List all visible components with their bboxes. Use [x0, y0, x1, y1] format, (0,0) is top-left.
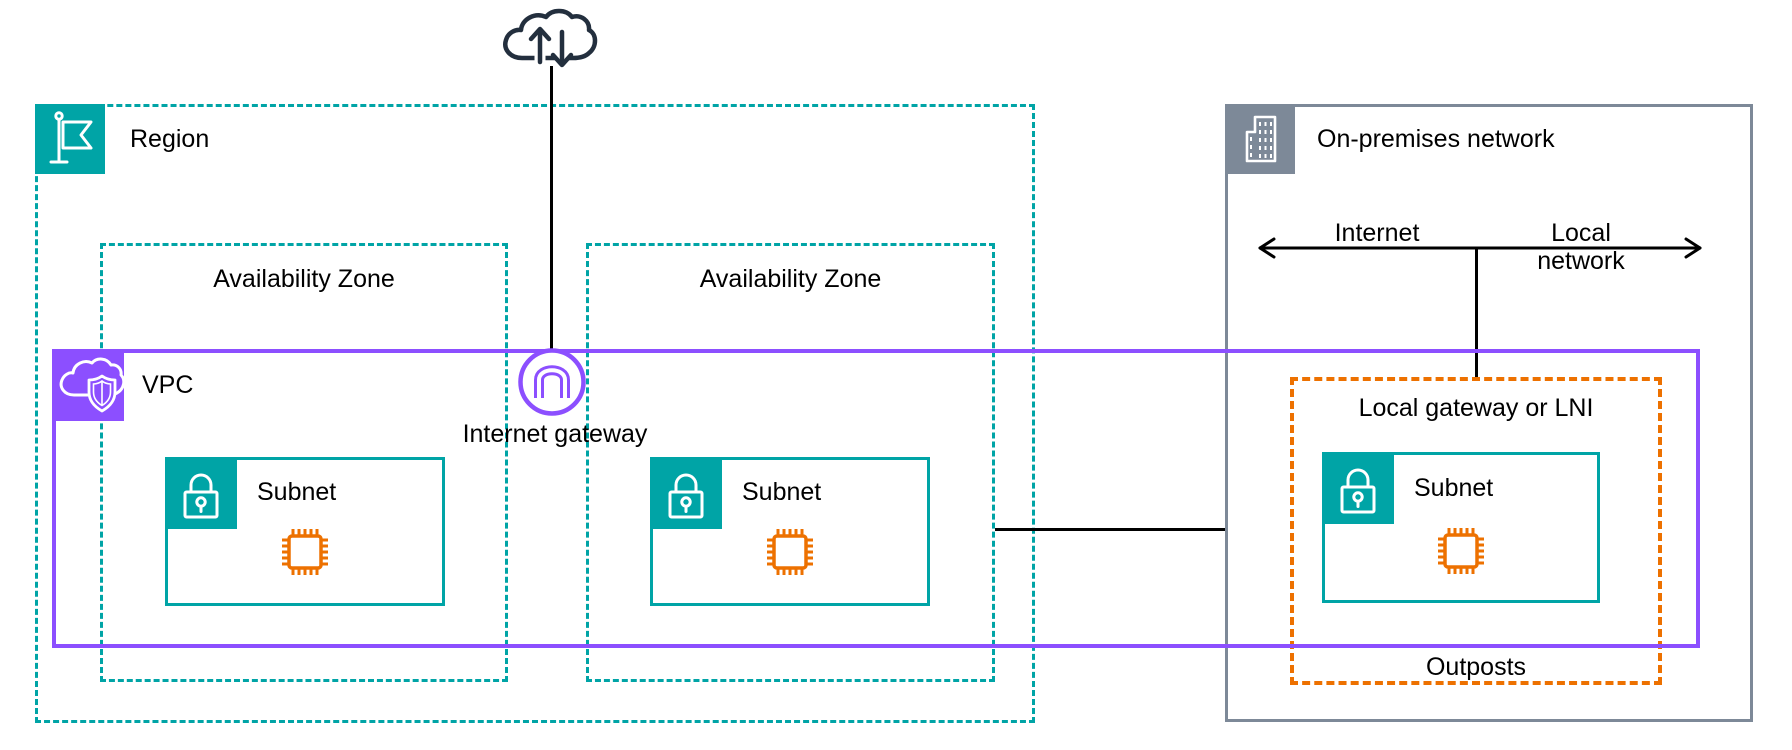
outposts-label: Outposts [1425, 653, 1527, 681]
availability-zone-1-label: Availability Zone [213, 265, 395, 293]
subnet-2-chip-icon [761, 523, 819, 581]
subnet-3-box [1322, 452, 1600, 603]
vpc-label: VPC [142, 371, 194, 399]
vpc-to-onprem-line [995, 528, 1225, 531]
subnet-3-label: Subnet [1414, 474, 1494, 502]
subnet-2-box [650, 457, 930, 606]
subnet-1-chip-icon [276, 523, 334, 581]
availability-zone-2-box [586, 243, 995, 682]
on-premises-building-icon [1225, 104, 1295, 174]
on-premises-box [1225, 104, 1753, 722]
availability-zone-1-box [100, 243, 508, 682]
subnet-3-chip-icon [1432, 522, 1490, 580]
region-label: Region [130, 125, 210, 153]
subnet-1-label: Subnet [257, 478, 337, 506]
subnet-1-lock-icon [165, 457, 237, 529]
subnet-2-label: Subnet [742, 478, 822, 506]
internet-cloud-icon [496, 4, 606, 70]
subnet-2-lock-icon [650, 457, 722, 529]
arrow-to-outposts-line [1475, 249, 1478, 377]
availability-zone-2-label: Availability Zone [699, 265, 882, 293]
cloud-to-gateway-line [550, 66, 553, 352]
internet-local-arrow [1252, 236, 1708, 260]
on-premises-label: On-premises network [1317, 125, 1555, 153]
subnet-3-lock-icon [1322, 452, 1394, 524]
internet-gateway-icon [517, 347, 587, 417]
subnet-1-box [165, 457, 445, 606]
vpc-cloud-shield-icon [52, 349, 124, 421]
outposts-box [1290, 377, 1662, 685]
local-network-direction-label: Local network [1537, 219, 1625, 275]
vpc-box [52, 349, 1700, 648]
internet-gateway-label: Internet gateway [462, 420, 648, 448]
region-flag-icon [35, 104, 105, 174]
local-gateway-label: Local gateway or LNI [1358, 394, 1594, 422]
region-box [35, 104, 1035, 723]
internet-direction-label: Internet [1334, 219, 1420, 247]
